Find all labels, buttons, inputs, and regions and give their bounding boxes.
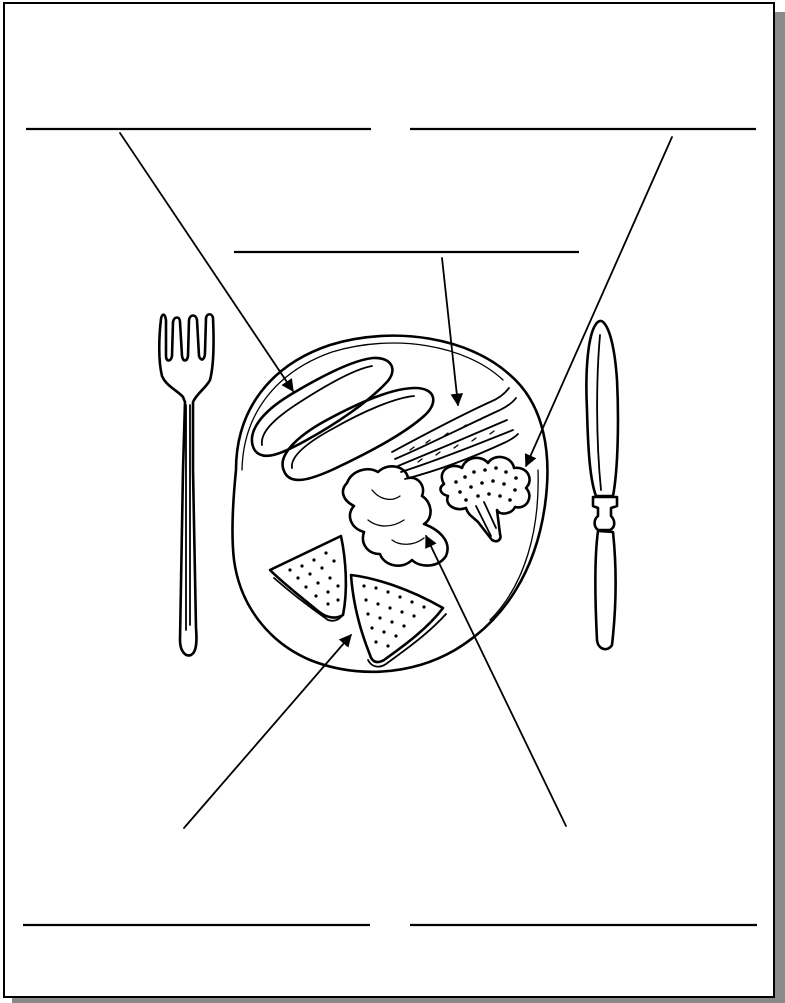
worksheet-page	[4, 3, 785, 1003]
